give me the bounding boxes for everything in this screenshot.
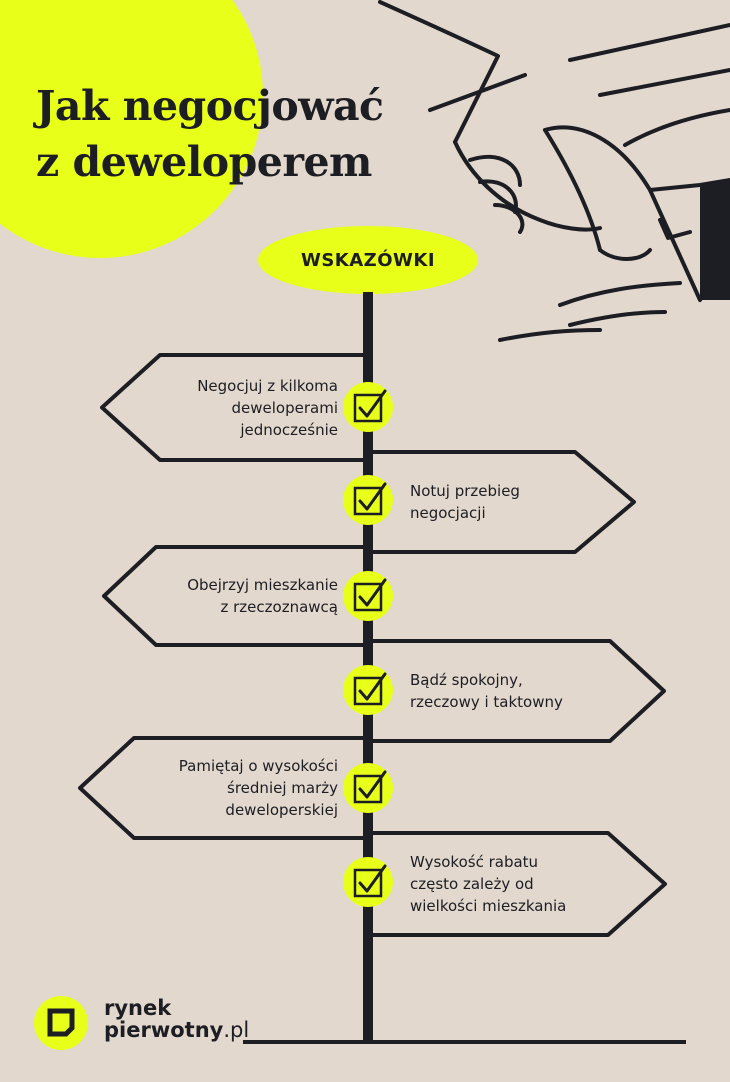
check-mark-icon <box>358 672 387 701</box>
logo-domain: .pl <box>223 1018 250 1042</box>
check-badge-4 <box>343 665 393 715</box>
tip-text-2: Notuj przebieg negocjacji <box>410 452 610 552</box>
accent-circle <box>0 0 263 258</box>
signs-layer <box>78 353 667 937</box>
tip-text-4: Bądź spokojny, rzeczowy i taktowny <box>410 641 610 741</box>
signpost-arrow-6 <box>366 831 667 937</box>
tip-text-5: Pamiętaj o wysokości średniej marży dewelo… <box>118 738 338 838</box>
tip-text-6: Wysokość rabatu często zależy od wielkości… <box>410 833 610 935</box>
tip-text-3: Obejrzyj mieszkanie z rzeczoznawcą <box>118 547 338 645</box>
check-badge-6 <box>343 857 393 907</box>
tip-line: Pamiętaj o wysokości <box>178 757 338 775</box>
signpost-arrow-4 <box>366 639 666 743</box>
rynek-logo-icon <box>34 996 88 1050</box>
logo-wordmark: rynek pierwotny.pl <box>104 997 249 1041</box>
tip-line: Negocjuj z kilkoma <box>197 376 338 395</box>
logo-line-1: rynek <box>104 996 172 1020</box>
checkbox-check-icon <box>353 676 383 706</box>
checkbox-check-icon <box>353 486 383 516</box>
tip-text-1: Negocjuj z kilkoma deweloperami jednocześn… <box>118 355 338 460</box>
tip-line: z rzeczoznawcą <box>220 598 339 616</box>
tip-line: deweloperami <box>231 398 338 417</box>
checkbox-check-icon <box>353 582 383 612</box>
tip-line: wielkości mieszkania <box>410 897 567 915</box>
tip-line: często zależy od <box>410 875 534 893</box>
check-badge-3 <box>343 571 393 621</box>
checkbox-check-icon <box>353 868 383 898</box>
page-title: Jak negocjować z deweloperem <box>36 78 456 190</box>
checkbox-check-icon <box>353 774 383 804</box>
check-badge-1 <box>343 382 393 432</box>
title-line-2: z deweloperem <box>36 138 372 186</box>
check-mark-icon <box>358 770 387 799</box>
tip-line: rzeczowy i taktowny <box>410 693 563 711</box>
check-badge-5 <box>343 763 393 813</box>
tip-line: średniej marży <box>227 779 338 797</box>
header-badge-label: WSKAZÓWKI <box>300 249 436 271</box>
tip-line: Notuj przebieg <box>410 482 520 500</box>
tip-line: deweloperskiej <box>225 801 338 819</box>
check-mark-icon <box>358 864 387 893</box>
title-line-1: Jak negocjować <box>36 82 384 130</box>
header-badge-bg <box>258 226 478 294</box>
tip-line: Obejrzyj mieszkanie <box>187 576 338 594</box>
signpost-arrow-5 <box>78 736 370 840</box>
signpost-arrow-1 <box>100 353 370 462</box>
tip-line: jednocześnie <box>240 420 338 439</box>
logo-line-2: pierwotny.pl <box>104 1019 249 1041</box>
check-badge-2 <box>343 475 393 525</box>
signpost-arrow-2 <box>366 450 636 554</box>
tip-line: negocjacji <box>410 504 486 522</box>
check-mark-icon <box>358 389 387 418</box>
check-mark-icon <box>358 482 387 511</box>
handshake-icon <box>378 0 730 342</box>
tip-line: Wysokość rabatu <box>410 853 539 871</box>
checkbox-check-icon <box>353 393 383 423</box>
check-mark-icon <box>358 578 387 607</box>
signpost-arrow-3 <box>102 545 370 647</box>
logo-line-2-main: pierwotny <box>104 1018 224 1042</box>
ground-line <box>243 1040 686 1044</box>
tip-line: Bądź spokojny, <box>410 671 523 689</box>
